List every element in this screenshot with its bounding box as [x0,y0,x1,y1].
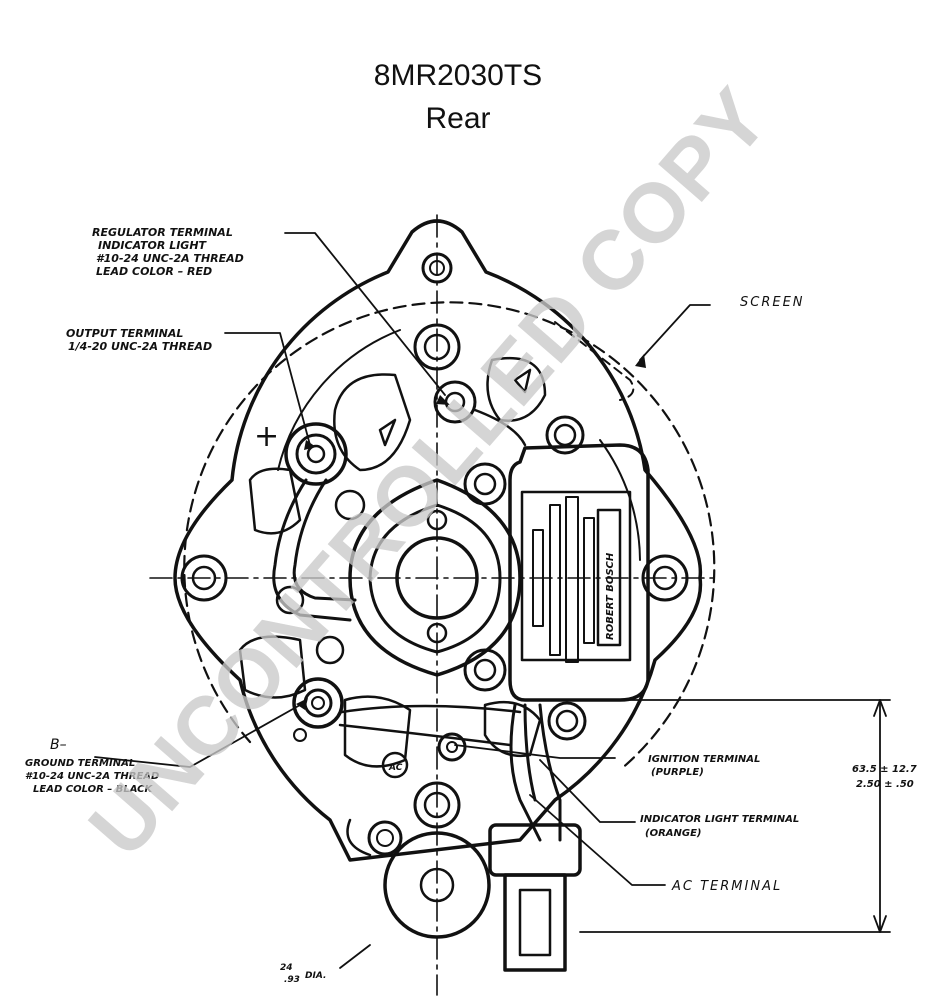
regulator-brand: ROBERT BOSCH [605,552,616,640]
lower-screw-boss [413,781,461,829]
regulator-terminal-line-4: LEAD COLOR – RED [96,265,212,278]
screw-boss-lower-left [367,820,403,856]
hole-dia-metric: 24 [280,963,293,973]
ground-terminal [292,677,522,747]
diode-bridge [275,489,409,779]
left-mount-hole [180,554,228,602]
fan-outline-dashed [183,301,716,772]
output-terminal-line-2: 1/4-20 UNC-2A THREAD [68,340,212,353]
ignition-terminal-line-1: IGNITION TERMINAL [648,754,760,765]
ground-terminal-line-1: B– [50,737,67,753]
bottom-hole [383,831,491,939]
right-mount-hole [641,554,689,602]
ground-terminal-line-4: LEAD COLOR – BLACK [33,784,154,795]
hole-dia-unit: DIA. [305,971,326,981]
ignition-terminal-label: IGNITION TERMINAL (PURPLE) [648,754,760,778]
output-terminal-line-1: OUTPUT TERMINAL [66,327,183,340]
indicator-light-terminal-line-1: INDICATOR LIGHT TERMINAL [640,814,799,825]
regulator-terminal-line-2: INDICATOR LIGHT [98,239,208,252]
indicator-light-terminal-label: INDICATOR LIGHT TERMINAL (ORANGE) [640,814,799,839]
ground-terminal-line-3: #10-24 UNC-2A THREAD [25,771,159,782]
terminal-arrows [296,354,646,710]
output-terminal [272,422,357,622]
indicator-light-terminal-line-2: (ORANGE) [645,828,702,839]
upper-screw-boss [413,323,461,371]
output-terminal-label: OUTPUT TERMINAL 1/4-20 UNC-2A THREAD [66,327,212,353]
housing-outline [173,219,703,862]
screen-label: SCREEN [740,295,805,310]
leader-lines [94,232,711,969]
dimension-lines [519,699,891,933]
dimension-metric: 63.5 ± 12.7 [852,764,917,775]
bearing-boss [348,478,522,677]
ground-terminal-line-2: GROUND TERMINAL [25,758,135,769]
diagram-title: 8MR2030TS [373,59,543,92]
dimension-imperial: 2.50 ± .50 [856,779,914,790]
ac-terminal-label: AC TERMINAL [671,879,782,894]
hole-diameter-label: 24 .93 DIA. [280,963,326,985]
ignition-terminal-line-2: (PURPLE) [651,767,704,778]
dimension-label: 63.5 ± 12.7 2.50 ± .50 [852,764,917,790]
output-plus-sign: + [254,419,279,454]
wire-connector [488,703,582,972]
voltage-regulator [508,443,650,702]
regulator-terminal-line-3: #10-24 UNC-2A THREAD [96,252,244,265]
screen-outline [554,321,635,401]
hole-dia-imperial: .93 [284,975,300,985]
top-mount-ear [421,252,453,284]
ground-terminal-label: B– GROUND TERMINAL #10-24 UNC-2A THREAD … [25,737,159,795]
regulator-terminal-label: REGULATOR TERMINAL INDICATOR LIGHT #10-2… [92,226,244,278]
diagram-subtitle: Rear [425,102,491,135]
ventilation-slots [238,356,547,857]
regulator-terminal-line-1: REGULATOR TERMINAL [92,226,233,239]
screw-boss-upper-right [463,415,585,506]
ac-mark: AC [388,763,403,773]
